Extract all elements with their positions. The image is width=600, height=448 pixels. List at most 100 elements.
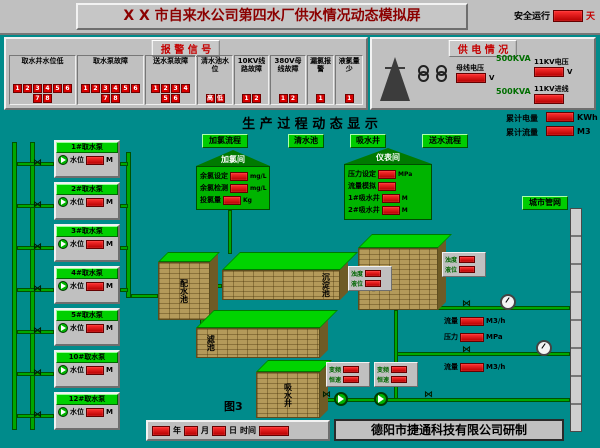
- instrument-display: [459, 266, 476, 273]
- alarm-indicator: 7: [101, 94, 110, 103]
- pump-level-display: [86, 323, 104, 333]
- valve-icon[interactable]: ⋈: [33, 158, 42, 168]
- alarm-indicator: 2: [288, 94, 298, 103]
- row-label: 流量模拟: [348, 182, 376, 190]
- pump-icon[interactable]: [58, 281, 68, 291]
- instrument-label: 恒速: [329, 377, 342, 384]
- outflow-pressure-readout: 压力 MPa: [444, 332, 503, 342]
- pump-icon[interactable]: [58, 197, 68, 207]
- alarm-indicator: 4: [181, 84, 191, 93]
- power-tower-icon: [380, 57, 410, 101]
- row-display: [378, 181, 396, 191]
- row-display: [381, 205, 400, 215]
- alarm-group-label: 漏氯报警: [310, 57, 332, 74]
- incoming-line-label: 11KV进线: [534, 85, 569, 93]
- alarm-indicator: 5: [161, 94, 171, 103]
- flow-button-delivery[interactable]: 送水流程: [422, 134, 468, 148]
- pump-name: 5#取水泵: [56, 310, 118, 321]
- row-label: 余氯设定: [200, 172, 228, 180]
- tank-label: 滤池: [206, 335, 216, 351]
- pipe: [120, 162, 128, 166]
- valve-icon[interactable]: ⋈: [33, 284, 42, 294]
- total-flow-display: [546, 126, 574, 136]
- alarm-indicator: 3: [171, 84, 181, 93]
- chlorine-house-name: 加氯间: [221, 155, 245, 164]
- time-display: [259, 425, 289, 436]
- alarm-indicators: 1 2 3 4 5 6 7 8: [11, 84, 74, 103]
- pump-icon[interactable]: [58, 155, 68, 165]
- delivery-pipe: [320, 398, 570, 402]
- row-display: [223, 195, 241, 205]
- pump-name: 1#取水泵: [56, 142, 118, 153]
- alarm-indicator: 8: [111, 94, 120, 103]
- flow-label: 流量: [444, 317, 458, 325]
- alarm-group-intake-pump-fault: 取水泵故障 1 2 3 4 5 6 7 8: [77, 55, 144, 105]
- tank-front: [256, 372, 320, 418]
- valve-icon[interactable]: ⋈: [33, 326, 42, 336]
- alarm-indicator: 低: [215, 94, 225, 103]
- total-energy-label: 累计电量: [506, 114, 538, 123]
- delivery-pump-icon[interactable]: [374, 392, 388, 406]
- alarm-groups: 取水井水位低 1 2 3 4 5 6 7 8 取水泵故障 1 2 3: [9, 55, 363, 105]
- valve-icon[interactable]: ⋈: [322, 390, 331, 400]
- tank-suction-well: 吸水井: [256, 360, 332, 418]
- pump-unit-label: M: [106, 240, 113, 248]
- year-display: [152, 425, 170, 436]
- valve-icon[interactable]: ⋈: [462, 345, 471, 355]
- flow-button-chlorination[interactable]: 加氯流程: [202, 134, 248, 148]
- alarm-indicator: 1: [344, 94, 354, 103]
- pump-level-display: [86, 239, 104, 249]
- transformer-rating-label: 500KVA: [496, 87, 531, 96]
- alarm-group-intake-level: 取水井水位低 1 2 3 4 5 6 7 8: [9, 55, 76, 105]
- instrument-display: [459, 256, 476, 263]
- valve-icon[interactable]: ⋈: [33, 410, 42, 420]
- line-voltage-unit: V: [567, 68, 573, 76]
- valve-icon[interactable]: ⋈: [462, 299, 471, 309]
- alarm-group-label: 380V母线故障: [274, 57, 302, 74]
- alarm-indicators: 高 低: [205, 94, 225, 103]
- title-bar: X X 市自来水公司第四水厂供水情况动态模拟屏 安全运行 天: [0, 0, 600, 35]
- figure-caption: 图3: [224, 400, 243, 413]
- pump-param-label: 水位: [70, 156, 84, 164]
- pump-icon[interactable]: [58, 365, 68, 375]
- delivery-pump-icon[interactable]: [334, 392, 348, 406]
- valve-icon[interactable]: ⋈: [33, 200, 42, 210]
- valve-icon[interactable]: ⋈: [33, 368, 42, 378]
- alarm-indicators: 1: [344, 94, 354, 103]
- pump-icon[interactable]: [58, 323, 68, 333]
- tank-label: 吸水井: [283, 383, 293, 407]
- row-unit: mg/L: [250, 172, 267, 180]
- time-label: 时间: [240, 426, 256, 435]
- safe-run-unit: 天: [585, 12, 595, 22]
- tank-side: [320, 320, 328, 358]
- pump-icon[interactable]: [58, 239, 68, 249]
- pump-unit-label: M: [106, 156, 113, 164]
- valve-icon[interactable]: ⋈: [424, 390, 433, 400]
- month-label: 月: [201, 426, 209, 435]
- row-display: [378, 169, 396, 179]
- alarm-indicators: 1: [316, 94, 326, 103]
- flow-button-clearwell[interactable]: 清水池: [288, 134, 324, 148]
- power-panel-title: 供 电 情 况: [448, 40, 518, 57]
- pump-param-label: 水位: [70, 282, 84, 290]
- flow-button-suction-well[interactable]: 吸水井: [350, 134, 386, 148]
- pump-level-display: [86, 197, 104, 207]
- day-display: [212, 425, 226, 436]
- alarm-indicator: 4: [43, 84, 52, 93]
- pump-icon[interactable]: [58, 407, 68, 417]
- instrument-display: [343, 376, 360, 383]
- instrument-display: [365, 280, 382, 287]
- instrument-label: 液位: [445, 267, 458, 274]
- total-energy-display: [546, 112, 574, 122]
- alarm-group-chlorine-leak: 漏氯报警 1: [306, 55, 335, 105]
- pump-param-label: 水位: [70, 240, 84, 248]
- transformer-icon: [436, 65, 447, 82]
- valve-icon[interactable]: ⋈: [33, 242, 42, 252]
- instrument-box-pump-mode-1: 变频 恒速: [326, 362, 370, 387]
- pump-level-display: [86, 365, 104, 375]
- pump-name: 4#取水泵: [56, 268, 118, 279]
